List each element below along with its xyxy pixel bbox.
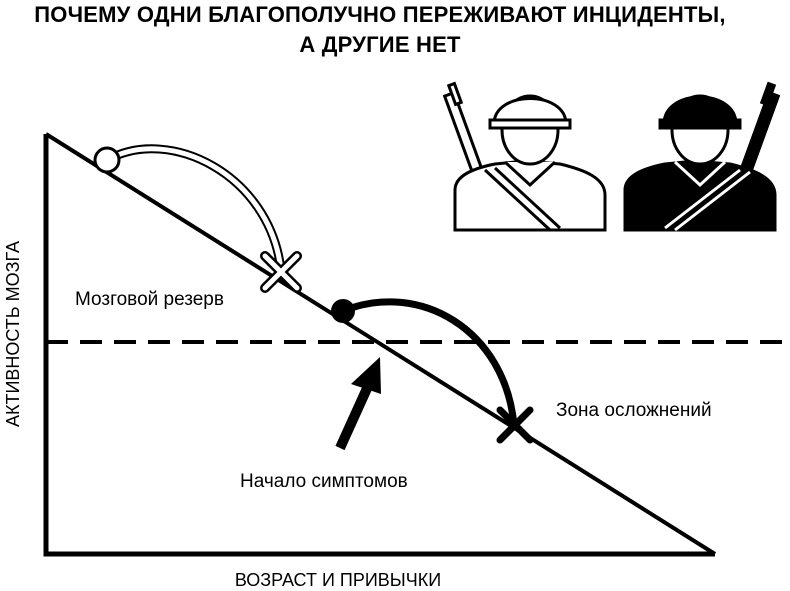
start-point-dark — [331, 299, 355, 323]
x-axis-label: ВОЗРАСТ И ПРИВЫЧКИ — [235, 570, 441, 590]
decline-line — [44, 132, 717, 556]
soldier-dark-icon — [623, 81, 781, 232]
reserve-arc-dark — [341, 298, 518, 426]
end-marker-light — [260, 251, 302, 293]
soldier-light-icon — [442, 81, 607, 232]
start-point-light — [93, 146, 121, 174]
axes-frame — [43, 134, 715, 557]
brain-reserve-label: Мозговой резерв — [75, 289, 224, 310]
complication-zone-label: Зона осложнений — [556, 400, 712, 421]
y-axis-label: АКТИВНОСТЬ МОЗГА — [3, 241, 23, 427]
title-line-1: ПОЧЕМУ ОДНИ БЛАГОПОЛУЧНО ПЕРЕЖИВАЮТ ИНЦИ… — [34, 2, 725, 27]
title-line-2: А ДРУГИЕ НЕТ — [299, 32, 461, 57]
symptom-onset-label: Начало симптомов — [240, 471, 408, 492]
end-marker-dark — [496, 406, 534, 444]
symptom-arrow — [335, 357, 381, 451]
reserve-arc-light — [102, 144, 286, 275]
